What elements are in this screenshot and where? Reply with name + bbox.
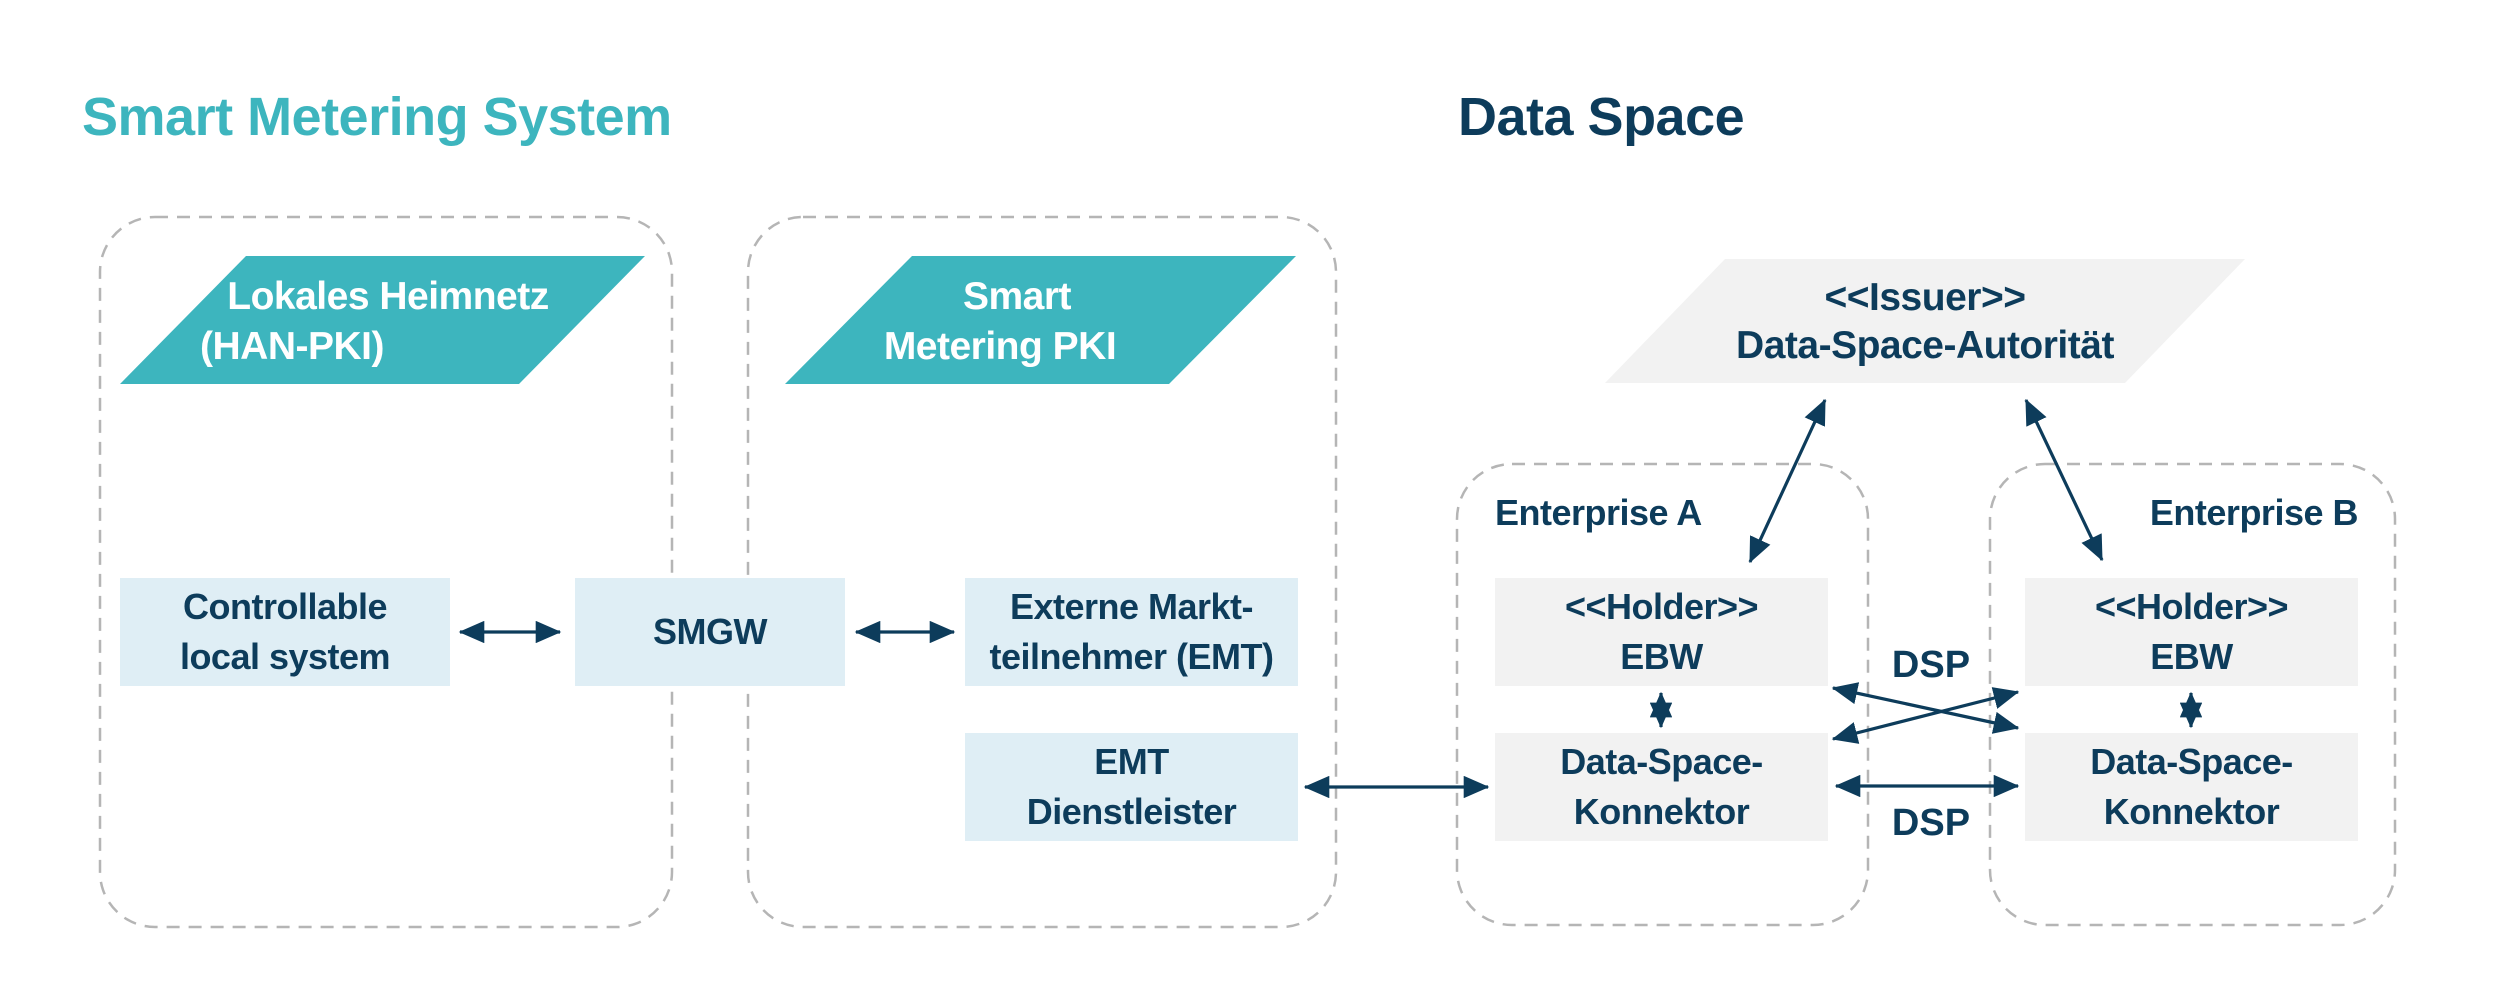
enterprise-a-label: Enterprise A <box>1495 492 1702 533</box>
emt-line2: teilnehmer (EMT) <box>989 636 1274 677</box>
holder-ebw-b-node: <<Holder>> EBW <box>2025 578 2358 686</box>
parallelogram-issuer <box>1605 259 2245 383</box>
data-space-konnektor-b-node: Data-Space- Konnektor <box>2025 733 2358 841</box>
controllable-local-system-node: Controllable local system <box>120 578 450 686</box>
holder-b-line1: <<Holder>> <box>2094 586 2289 627</box>
parallelogram-smart-metering-pki <box>785 256 1296 384</box>
holder-a-line2: EBW <box>1620 636 1703 677</box>
data-space-konnektor-a-node: Data-Space- Konnektor <box>1495 733 1828 841</box>
container-smart-metering-pki <box>746 215 1338 929</box>
holder-b-line2: EBW <box>2150 636 2233 677</box>
controllable-line2: local system <box>179 636 391 677</box>
data-space-title: Data Space <box>1458 87 1745 147</box>
emt-dienstleister-line2: Dienstleister <box>1026 791 1237 832</box>
controllable-line1: Controllable <box>182 586 388 627</box>
parallelogram-han-pki <box>120 256 645 384</box>
smgw-node: SMGW <box>575 578 845 686</box>
issuer-label-line2: Data-Space-Autorität <box>1736 324 2114 367</box>
holder-a-line1: <<Holder>> <box>1564 586 1759 627</box>
dsp-label-bottom: DSP <box>1891 802 1971 844</box>
konnektor-a-line1: Data-Space- <box>1560 741 1763 782</box>
konnektor-b-line2: Konnektor <box>2103 791 2280 832</box>
arrow-issuer-enterprise-b <box>2024 398 2104 562</box>
smart-metering-pki-label-line2: Metering PKI <box>883 325 1117 368</box>
emt-dienstleister-line1: EMT <box>1094 741 1169 782</box>
smgw-label: SMGW <box>653 611 767 652</box>
konnektor-a-line2: Konnektor <box>1573 791 1750 832</box>
arrow-issuer-enterprise-a <box>1748 398 1827 564</box>
konnektor-b-line1: Data-Space- <box>2090 741 2293 782</box>
han-pki-label-line2: (HAN-PKI) <box>200 325 384 368</box>
smart-metering-system-title: Smart Metering System <box>82 87 672 147</box>
dsp-label-top: DSP <box>1891 644 1971 686</box>
issuer-label-line1: <<Issuer>> <box>1824 276 2026 319</box>
arrow-cross-konnektorA-ebwB <box>1831 687 2020 744</box>
emt-dienstleister-node: EMT Dienstleister <box>965 733 1298 841</box>
emt-line1: Externe Markt- <box>1009 586 1254 627</box>
container-smart-metering-han <box>98 215 674 929</box>
han-pki-label-line1: Lokales Heimnetz <box>227 275 549 318</box>
externe-marktteilnehmer-node: Externe Markt- teilnehmer (EMT) <box>965 578 1298 686</box>
holder-ebw-a-node: <<Holder>> EBW <box>1495 578 1828 686</box>
enterprise-b-label: Enterprise B <box>2149 492 2359 533</box>
smart-metering-pki-label-line1: Smart <box>962 275 1072 318</box>
